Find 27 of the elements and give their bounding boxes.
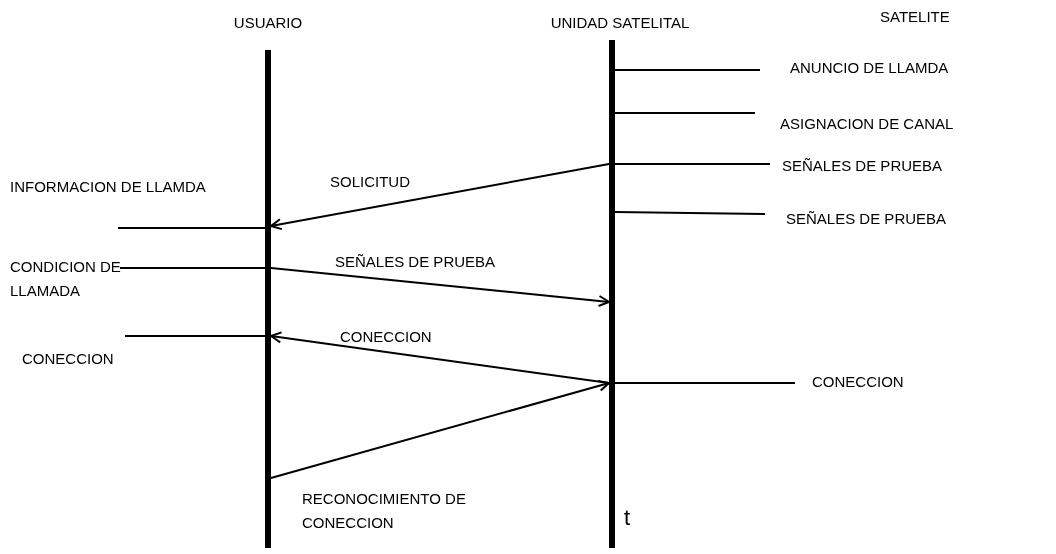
participant-label: UNIDAD SATELITAL xyxy=(549,13,691,33)
message-arrow xyxy=(270,163,610,231)
message-label: CONECCION xyxy=(812,372,905,392)
message-label: ANUNCIO DE LLAMDA xyxy=(790,58,950,78)
message-label: CONECCION xyxy=(340,327,433,347)
message-label: SEÑALES DE PRUEBA xyxy=(335,252,497,272)
message-label: RECONOCIMIENTO DE CONECCION xyxy=(302,489,467,533)
message-line xyxy=(614,211,766,215)
message-line xyxy=(117,227,266,229)
participant-label: SATELITE xyxy=(880,7,950,27)
message-label: CONDICION DE LLAMADA xyxy=(10,257,122,301)
message-label: SEÑALES DE PRUEBA xyxy=(782,156,944,176)
message-line xyxy=(614,163,771,165)
message-label: INFORMACION DE LLAMDA xyxy=(10,177,207,197)
message-label: CONECCION xyxy=(22,349,115,369)
message-label: SEÑALES DE PRUEBA xyxy=(786,209,948,229)
message-line xyxy=(614,69,761,71)
participant-label: USUARIO xyxy=(232,13,304,33)
message-line xyxy=(119,267,266,269)
message-line xyxy=(614,112,756,114)
message-arrow xyxy=(270,267,610,307)
message-label: ASIGNACION DE CANAL xyxy=(780,114,955,134)
message-label: SOLICITUD xyxy=(330,172,411,192)
time-axis-label: t xyxy=(624,504,631,532)
message-line xyxy=(614,382,796,384)
message-arrow xyxy=(270,379,610,479)
message-line xyxy=(124,335,266,337)
